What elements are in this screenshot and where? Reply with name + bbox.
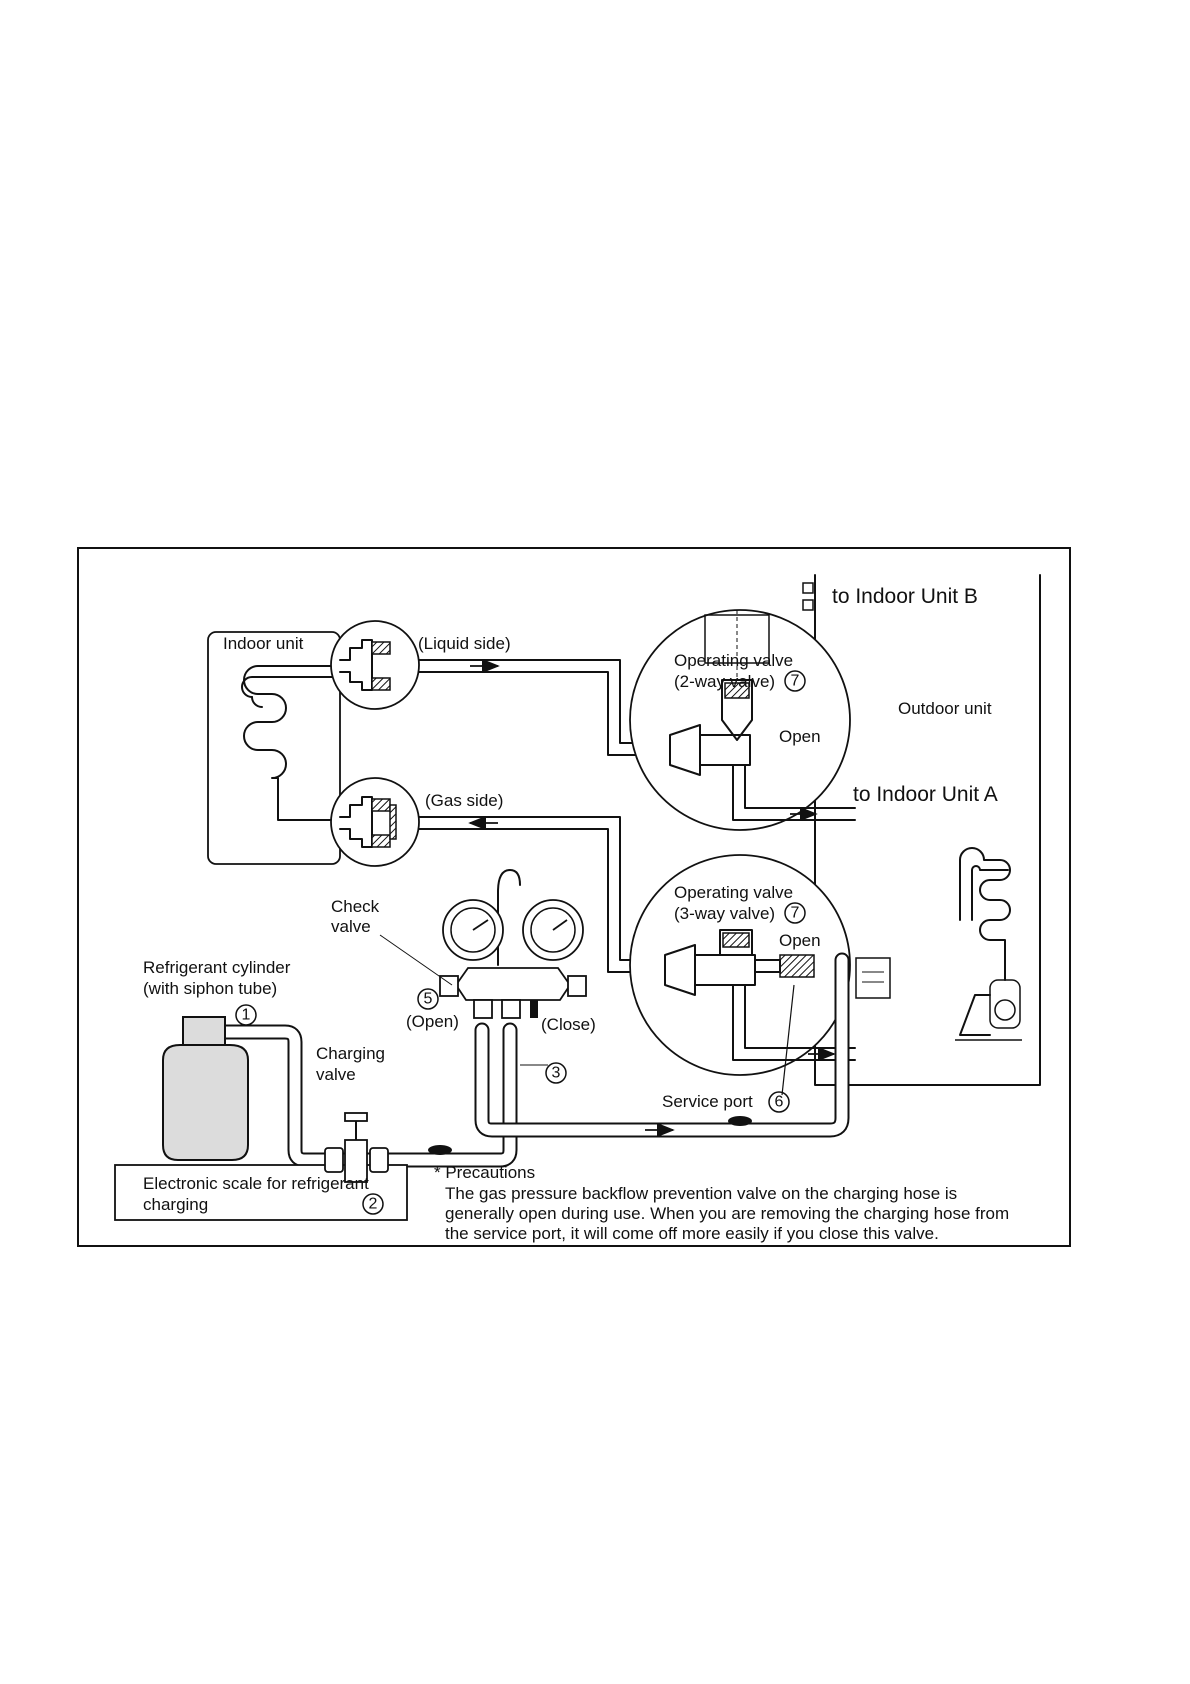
electronic-scale-label-line2: charging (143, 1195, 208, 1214)
liquid-side-label: (Liquid side) (418, 634, 511, 653)
svg-text:1: 1 (242, 1007, 251, 1024)
operating-valve-2way-label-line1: Operating valve (674, 651, 793, 670)
marker-6: 6 (768, 1091, 790, 1113)
indoor-coil (243, 665, 334, 821)
operating-valve-3way-label-line2: (3-way valve) (674, 904, 775, 923)
precautions-line3: the service port, it will come off more … (445, 1224, 939, 1243)
svg-text:6: 6 (775, 1094, 784, 1111)
precautions-title: * Precautions (434, 1163, 535, 1182)
charging-valve-label-line2: valve (316, 1065, 356, 1084)
svg-text:2: 2 (369, 1196, 378, 1213)
electronic-scale-label-line1: Electronic scale for refrigerant (143, 1174, 369, 1193)
check-valve-label-line1: Check (331, 897, 380, 916)
compressor-schematic (955, 847, 1022, 1041)
gas-side-label: (Gas side) (425, 791, 503, 810)
close-manifold-label: (Close) (541, 1015, 596, 1034)
charging-hoses (217, 952, 850, 1168)
marker-2: 2 (362, 1193, 384, 1215)
open-bottom-label: Open (779, 931, 821, 950)
charging-valve-label-line1: Charging (316, 1044, 385, 1063)
outdoor-unit-label: Outdoor unit (898, 699, 992, 718)
diagram-frame (77, 547, 1071, 1247)
manifold-gauge-set (379, 869, 587, 1019)
marker-7-two-way: 7 (784, 670, 806, 692)
two-way-valve-detail (629, 609, 856, 831)
operating-valve-2way-label-line2: (2-way valve) (674, 672, 775, 691)
precautions-line1: The gas pressure backflow prevention val… (445, 1184, 957, 1203)
marker-1: 1 (235, 1004, 257, 1026)
operating-valve-3way-label-line1: Operating valve (674, 883, 793, 902)
check-valve-label-line2: valve (331, 917, 371, 936)
svg-text:5: 5 (424, 991, 433, 1008)
refrigerant-cylinder-label-line2: (with siphon tube) (143, 979, 277, 998)
open-top-label: Open (779, 727, 821, 746)
marker-7-three-way: 7 (784, 902, 806, 924)
marker-5: 5 (417, 988, 439, 1010)
outdoor-unit-outline (802, 574, 1041, 1086)
refrigerant-cylinder-label-line1: Refrigerant cylinder (143, 958, 291, 977)
three-way-valve-detail (629, 854, 891, 1096)
open-manifold-label: (Open) (406, 1012, 459, 1031)
service-port-label: Service port (662, 1092, 753, 1111)
gas-flare-nut-detail (330, 777, 420, 867)
to-indoor-unit-b-label: to Indoor Unit B (832, 585, 978, 608)
to-indoor-unit-a-label: to Indoor Unit A (853, 783, 998, 806)
refrigerant-cylinder (162, 1016, 249, 1161)
indoor-unit-label: Indoor unit (223, 634, 304, 653)
marker-3: 3 (545, 1062, 567, 1084)
liquid-flare-nut-detail (330, 620, 420, 710)
svg-text:7: 7 (791, 673, 800, 690)
svg-text:3: 3 (552, 1065, 561, 1082)
charging-valve (324, 1112, 389, 1183)
precautions-line2: generally open during use. When you are … (445, 1204, 1009, 1223)
indoor-unit-box (207, 631, 341, 865)
svg-text:7: 7 (791, 905, 800, 922)
